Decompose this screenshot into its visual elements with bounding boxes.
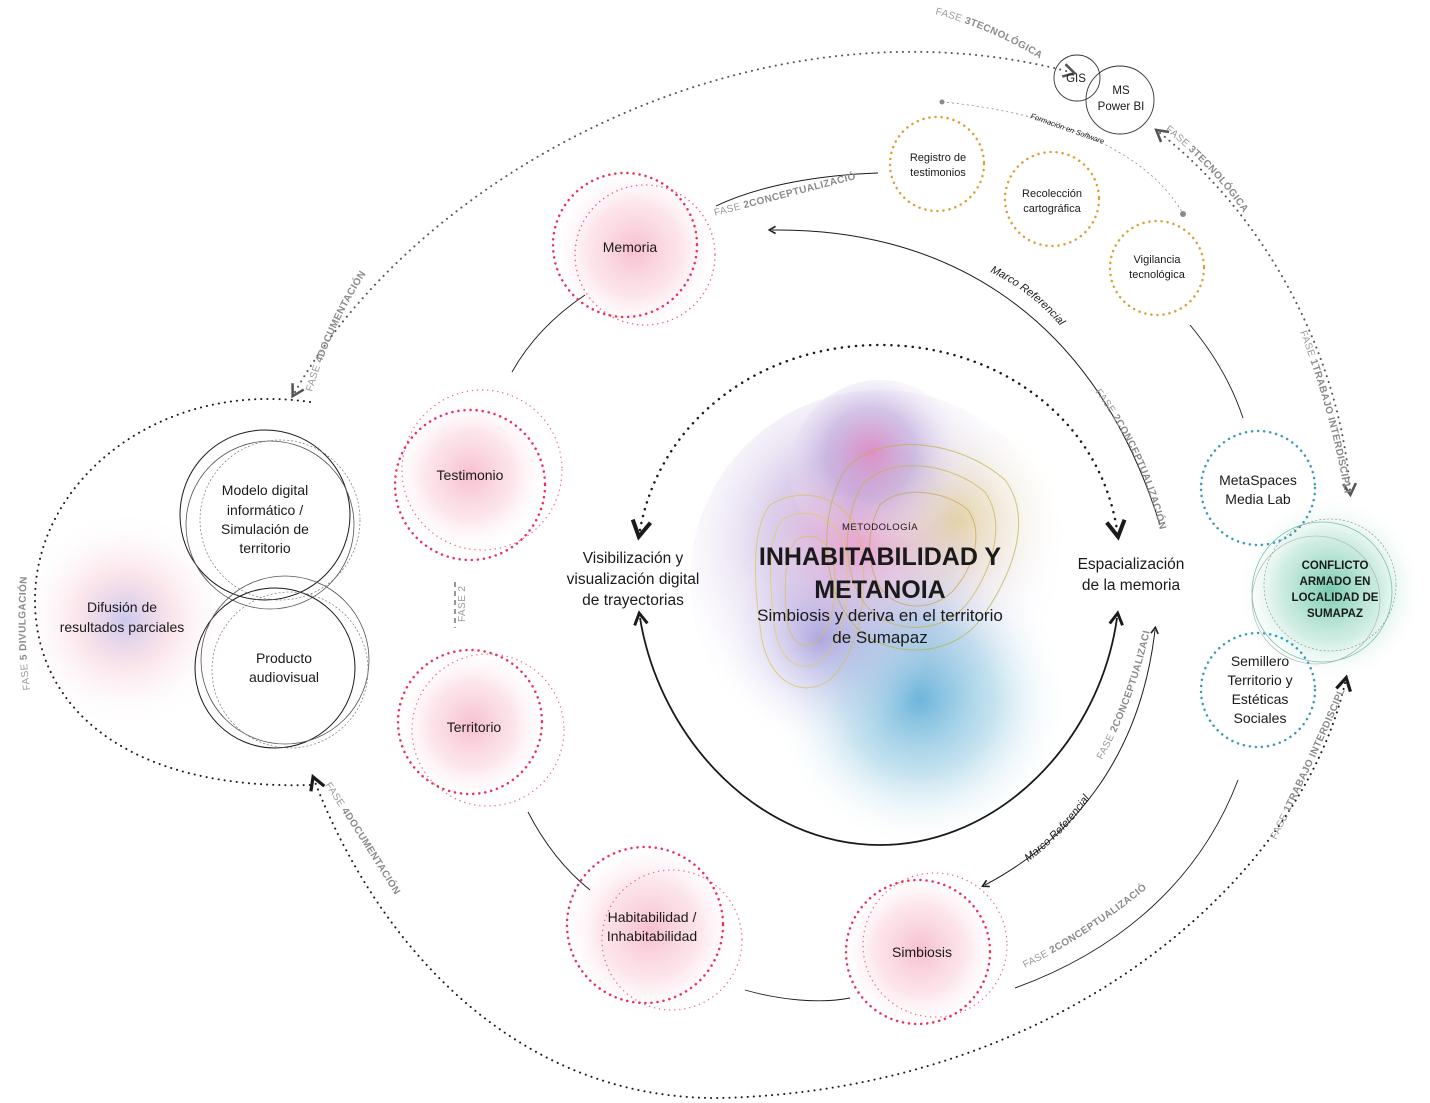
core-line4: SUMAPAZ — [1307, 608, 1363, 620]
node-semillero-line4: Sociales — [1234, 710, 1287, 726]
node-producto-line1: Producto — [256, 650, 312, 666]
node-semillero-line2: Territorio y — [1227, 672, 1292, 688]
tool-powerbi-line2: Power BI — [1098, 101, 1145, 113]
node-modelo-line4: territorio — [239, 540, 291, 556]
phase-label-documentacion-bottom: FASE 4DOCUMENTACIÓN — [322, 781, 402, 897]
node-modelo-line3: Simulación de — [221, 521, 309, 537]
center-title-line2: METANOIA — [814, 576, 945, 604]
left-axis-line3: de trayectorias — [582, 592, 684, 609]
node-producto-line2: audiovisual — [249, 669, 319, 685]
node-testimonio: Testimonio — [437, 467, 504, 483]
center-subtitle-line1: Simbiosis y deriva en el territorio — [757, 606, 1003, 625]
pink-rings — [393, 171, 1008, 1026]
phase-label-conceptualizacion-right-top: FASE 2CONCEPTUALIZACIÓN — [1093, 387, 1168, 531]
node-metaspaces-line2: Media Lab — [1225, 491, 1291, 507]
core-line3: LOCALIDAD DE — [1292, 592, 1379, 604]
node-territorio: Territorio — [447, 719, 502, 735]
marco-label-bottom: Marco Referencial — [1023, 792, 1093, 864]
background-glows — [15, 165, 1425, 1032]
core-line2: ARMADO EN — [1300, 576, 1371, 588]
center-label: METODOLOGÍA — [842, 522, 918, 533]
core-line1: CONFLICTO — [1302, 560, 1369, 572]
blue-rings — [1199, 429, 1317, 749]
center-title-line1: INHABITABILIDAD Y — [759, 543, 1001, 571]
right-axis-line1: Espacialización — [1078, 556, 1185, 573]
left-axis-line2: visualización digital — [567, 571, 700, 588]
node-recoleccion-line1: Recolección — [1022, 188, 1082, 200]
node-registro-line1: Registro de — [910, 152, 966, 164]
tool-gis: GIS — [1066, 73, 1086, 85]
phase-label-fase2-short: FASE 2 — [457, 586, 468, 622]
phase-label-tecnologica-right: FASE 3TECNOLÓGICA — [1163, 124, 1250, 215]
node-semillero-line3: Estéticas — [1232, 691, 1289, 707]
left-cluster — [179, 429, 370, 749]
node-habitabilidad-line1: Habitabilidad / — [608, 909, 697, 925]
center-subtitle-line2: de Sumapaz — [832, 628, 927, 647]
node-recoleccion-line2: cartográfica — [1023, 203, 1081, 215]
node-modelo-line1: Modelo digital — [222, 482, 308, 498]
node-difusion-line2: resultados parciales — [60, 619, 185, 635]
node-simbiosis: Simbiosis — [892, 944, 952, 960]
node-metaspaces-line1: MetaSpaces — [1219, 472, 1297, 488]
tools-link-label: Formación en Software — [1029, 111, 1105, 145]
node-memoria: Memoria — [603, 239, 658, 255]
node-semillero-line1: Semillero — [1231, 653, 1290, 669]
node-vigilancia-line2: tecnológica — [1129, 269, 1186, 281]
orbit-lines — [33, 50, 1358, 1100]
node-difusion-line1: Difusión de — [87, 599, 157, 615]
phase-labels: FASE 3TECNOLÓGICA FASE 3TECNOLÓGICA FASE… — [0, 0, 1352, 971]
node-modelo-line2: informático / — [227, 502, 303, 518]
phase-label-divulgacion: FASE 5 DIVULGACIÓN — [16, 576, 33, 691]
phase-label-documentacion-top: FASE 4DOCUMENTACIÓN — [304, 269, 368, 393]
tools-rings — [1053, 54, 1155, 135]
marco-label-top: Marco Referencial — [989, 264, 1068, 328]
core-rings — [1251, 518, 1397, 665]
node-habitabilidad-line2: Inhabitabilidad — [607, 928, 697, 944]
node-vigilancia-line1: Vigilancia — [1134, 254, 1182, 266]
right-axis-line2: de la memoria — [1082, 577, 1181, 594]
left-axis-line1: Visibilización y — [583, 550, 684, 567]
tool-powerbi-line1: MS — [1112, 85, 1130, 97]
orange-rings — [888, 115, 1206, 317]
phase-label-conceptualizacion-memoria: FASE 2CONCEPTUALIZACIÓN — [0, 0, 857, 219]
node-registro-line2: testimonios — [910, 167, 966, 179]
